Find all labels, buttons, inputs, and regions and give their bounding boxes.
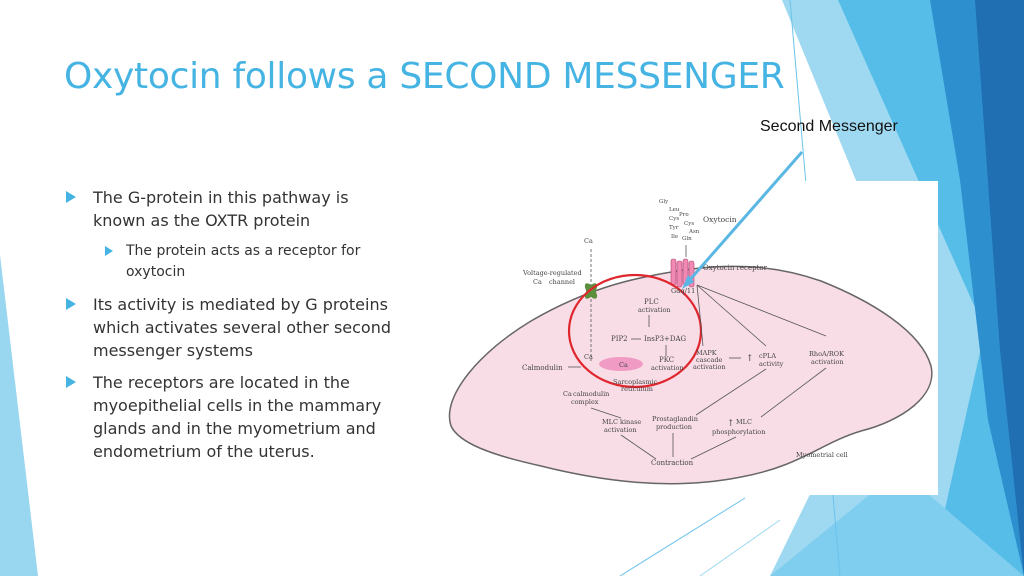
amino-acid-label: Ile — [671, 234, 678, 240]
amino-acid-label: Tyr — [669, 225, 679, 231]
voltage-channel-label-2: Ca — [533, 278, 542, 286]
bullet-item: The G-protein in this pathway is known a… — [66, 186, 396, 232]
right-facet-bottom — [770, 470, 1024, 576]
amino-acid-label: Cys — [684, 221, 694, 227]
plc-label: PLC — [644, 298, 659, 306]
mlck-label-1: MLC kinase — [602, 418, 641, 426]
sarcoplasmic-label-2: reticulum — [621, 385, 653, 393]
decor-line-3 — [699, 519, 781, 576]
amino-acid-label: Leu — [669, 207, 680, 213]
calcium-top-label: Ca — [584, 237, 593, 245]
mapk-label-3: activation — [693, 363, 726, 371]
rhoa-label-1: RhoA/ROK — [809, 350, 844, 358]
oxytocin-label: Oxytocin — [703, 215, 737, 224]
mapk-label-2: cascade — [696, 356, 723, 364]
rhoa-label-2: activation — [811, 358, 844, 366]
prostaglandin-label-2: production — [656, 423, 692, 431]
second-messenger-highlight-circle — [567, 273, 703, 389]
left-accent-shape — [0, 255, 38, 576]
amino-acid-label: Asn — [688, 229, 700, 235]
oxytocin-amino-acids: Gly Leu Pro Cys Cys Asn Tyr Gln Ile — [659, 199, 700, 242]
arrow-rhoa-mlc — [760, 367, 827, 418]
up-arrow-icon: ↑ — [746, 354, 754, 364]
slide-title: Oxytocin follows a SECOND MESSENGER — [64, 56, 785, 97]
bullet-arrow-icon — [66, 376, 76, 388]
mlck-label-2: activation — [604, 426, 637, 434]
sub-bullet-arrow-icon — [105, 246, 113, 256]
arrow-mlc-contraction — [690, 436, 737, 460]
arrow-to-mlck — [590, 407, 622, 419]
bullet-text: The G-protein in this pathway is known a… — [93, 188, 349, 230]
myometrial-cell-label: Myometrial cell — [796, 451, 848, 459]
arrow-to-cpla2 — [696, 284, 767, 347]
right-facet-deep — [975, 0, 1024, 576]
oxytocin-pathway-diagram: Gly Leu Pro Cys Cys Asn Tyr Gln Ile Oxyt… — [441, 181, 938, 495]
bullet-text: Its activity is mediated by G proteins w… — [93, 295, 392, 360]
gaq-label: Gαq/11 — [671, 287, 695, 295]
sarcoplasmic-reticulum-shape — [599, 357, 643, 371]
amino-acid-label: Pro — [679, 212, 689, 218]
calcium-mid-label: Ca — [619, 361, 628, 369]
calmodulin-label: Calmodulin — [522, 364, 563, 372]
second-messenger-callout: Second Messenger — [760, 118, 898, 135]
mlc-label-2: phosphorylation — [712, 428, 765, 436]
pkc-label: PKC — [659, 356, 674, 364]
arrow-to-mapk — [696, 284, 704, 347]
sub-bullet-item: The protein acts as a receptor for oxyto… — [93, 241, 396, 283]
prostaglandin-label-1: Prostaglandin — [652, 415, 698, 423]
mapk-label-1: MAPK — [696, 349, 717, 357]
cpla2-label-2: activity — [759, 360, 784, 368]
pointer-arrowhead-icon — [682, 275, 694, 289]
arrow-to-rhoa — [696, 284, 827, 337]
pkc-activation-label: activation — [651, 364, 684, 372]
bullet-text: The receptors are located in the myoepit… — [93, 373, 382, 461]
arrow-mlck-contraction — [620, 434, 657, 460]
oxytocin-receptor-label: Oxytocin receptor — [703, 264, 768, 272]
cpla2-label-1: cPLA — [759, 352, 776, 360]
ca-calmodulin-label-1: Ca — [563, 390, 572, 398]
voltage-channel-label-1: Voltage-regulated — [522, 269, 582, 277]
mlc-label-1: MLC — [736, 418, 752, 426]
amino-acid-label: Gly — [659, 199, 669, 205]
bullet-arrow-icon — [66, 191, 76, 203]
bullet-arrow-icon — [66, 298, 76, 310]
ca-calmodulin-label-3: complex — [571, 398, 599, 406]
insp3-dag-label: InsP3+DAG — [644, 335, 687, 343]
arrow-cpla2-prostaglandin — [695, 368, 767, 416]
sarcoplasmic-label-1: Sarcoplasmic — [613, 378, 658, 386]
mlc-up-arrow-icon: ↑ — [727, 419, 735, 429]
bullet-item: Its activity is mediated by G proteins w… — [66, 293, 396, 362]
sub-bullet-text: The protein acts as a receptor for oxyto… — [126, 243, 361, 280]
amino-acid-label: Cys — [669, 216, 679, 222]
pip2-label: PIP2 — [611, 335, 628, 343]
amino-acid-label: Gln — [682, 236, 692, 242]
decor-line-2 — [619, 497, 746, 576]
bullet-item: The receptors are located in the myoepit… — [66, 371, 396, 463]
voltage-channel-label-3: channel — [549, 278, 575, 286]
plc-activation-label: activation — [638, 306, 671, 314]
calcium-left-label: Ca — [584, 353, 593, 361]
ca-calmodulin-label-2: calmodulin — [573, 390, 609, 398]
contraction-label: Contraction — [651, 459, 694, 467]
bullet-list: The G-protein in this pathway is known a… — [66, 186, 396, 472]
